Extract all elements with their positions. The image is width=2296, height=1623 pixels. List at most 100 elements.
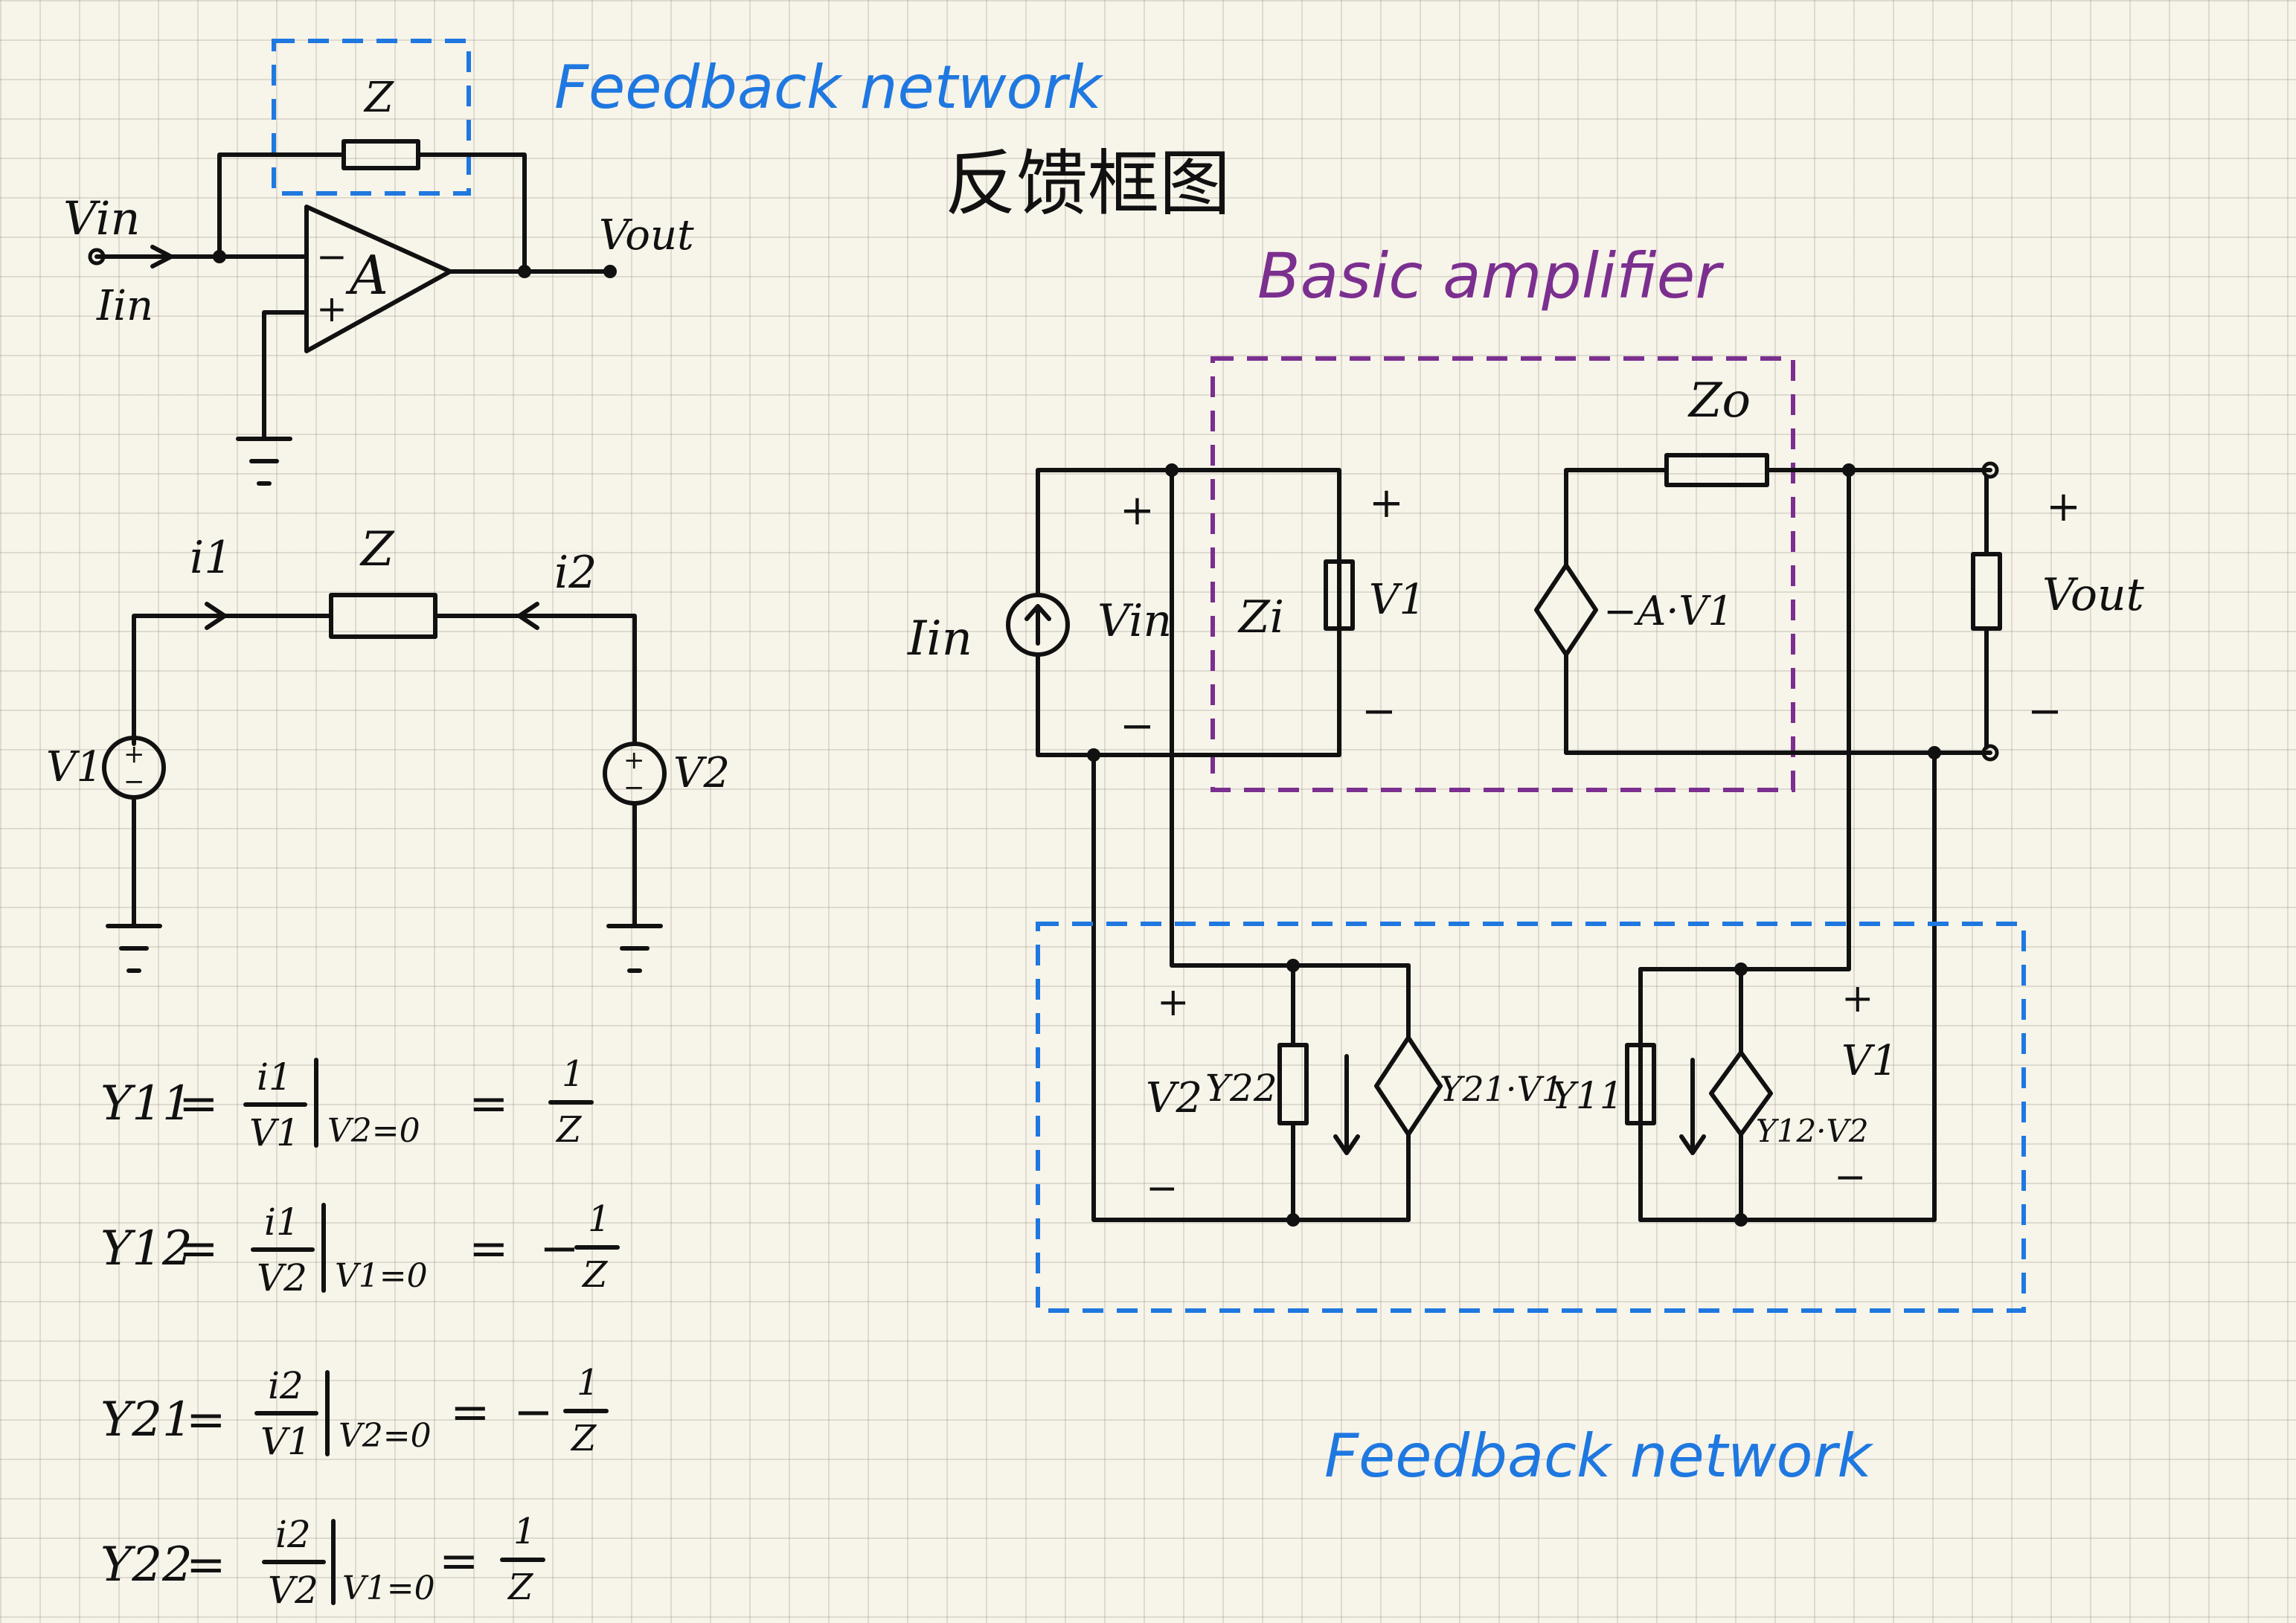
- ground-symbol-left: [106, 924, 162, 973]
- dependent-voltage-source: [1534, 563, 1598, 657]
- feedback-network-label-top: Feedback network: [554, 53, 1103, 122]
- v2-fb-minus: −: [1146, 1166, 1179, 1211]
- eq1-rden: Z: [555, 1109, 583, 1151]
- ground-symbol-right: [606, 924, 663, 973]
- feedback-network-label-bottom: Feedback network: [1324, 1421, 1873, 1491]
- v2-fb-plus: +: [1157, 980, 1190, 1025]
- eq4-equals2: =: [439, 1534, 479, 1589]
- eq3-num: i2: [268, 1364, 304, 1407]
- eq1-den: V1: [249, 1111, 300, 1154]
- basic-amplifier-box: [1210, 356, 1795, 792]
- z-top-label: Z: [363, 74, 394, 122]
- vin-plus: +: [1120, 486, 1155, 535]
- zo-label: Zo: [1687, 373, 1751, 428]
- y-parameter-equations: Y11 = i1 V1 V2=0 = 1 Z Y12 = i1 V2 V1=0 …: [100, 1053, 620, 1612]
- z-mid-wires: [132, 614, 637, 746]
- v2-source-label: V2: [673, 749, 730, 797]
- opamp-plus: +: [316, 287, 347, 330]
- y21-dependent-source: [1374, 1035, 1443, 1137]
- y12-current-arrow: [1679, 1058, 1706, 1155]
- i2-arrow: [517, 602, 539, 630]
- zi-resistor: [1324, 559, 1355, 631]
- equation-y22: Y22 = i2 V2 V1=0 = 1 Z: [100, 1511, 545, 1612]
- eq4-rden: Z: [507, 1566, 534, 1608]
- feedback-block-diagram: 反馈框图 Basic amplifier Iin Vin + − Zi V1 +…: [907, 142, 2145, 1491]
- eq1-lhs: Y11: [100, 1076, 193, 1131]
- y22-label: Y22: [1205, 1067, 1277, 1110]
- v1-source-plus: +: [124, 739, 145, 769]
- eq1-rnum: 1: [562, 1053, 585, 1095]
- eq3-rden: Z: [570, 1418, 597, 1459]
- y22-resistor: [1277, 1043, 1309, 1125]
- v2-source-plus: +: [623, 745, 645, 775]
- fb-connection-vin-bottom: [1091, 753, 1411, 1222]
- left-port-top-node: [1286, 959, 1300, 972]
- v1-plus: +: [1369, 479, 1404, 527]
- eq3-rnum: 1: [577, 1362, 600, 1404]
- eq3-den: V1: [260, 1420, 311, 1463]
- v1-minus: −: [1362, 687, 1396, 736]
- eq2-cond: V1=0: [335, 1257, 428, 1295]
- iin-current-source: [1006, 593, 1070, 657]
- eq1-equals: =: [179, 1076, 219, 1131]
- eq2-rnum: 1: [588, 1198, 611, 1240]
- eq3-lhs: Y21: [100, 1392, 193, 1447]
- z-mid-resistor: [329, 593, 437, 639]
- zo-resistor: [1664, 453, 1769, 487]
- eq2-sign: −: [539, 1221, 580, 1276]
- right-port-top-node: [1734, 962, 1748, 976]
- vin-minus: −: [1120, 702, 1155, 751]
- eq3-equals: =: [186, 1392, 226, 1447]
- feedback-network-box-top: [272, 39, 471, 196]
- eq2-lhs: Y12: [100, 1221, 193, 1276]
- y11-label: Y11: [1551, 1074, 1623, 1117]
- i1-label: i1: [190, 532, 232, 584]
- eq2-equals2: =: [469, 1221, 509, 1276]
- y11-resistor: [1625, 1043, 1656, 1125]
- vout-label: Vout: [599, 211, 694, 260]
- eq1-equals2: =: [469, 1076, 509, 1131]
- eq1-num: i1: [257, 1055, 292, 1099]
- dep-src-label: −A·V1: [1603, 588, 1734, 634]
- equation-y11: Y11 = i1 V1 V2=0 = 1 Z: [100, 1053, 594, 1154]
- eq4-cond: V1=0: [342, 1569, 435, 1607]
- right-port-bottom-node: [1734, 1213, 1748, 1227]
- y12v2-label: Y12·V2: [1756, 1113, 1869, 1149]
- left-port-wires: [1291, 963, 1411, 1222]
- left-port-bottom-node: [1286, 1213, 1300, 1227]
- v1-fb-plus: +: [1841, 977, 1874, 1021]
- iin-label: Iin: [96, 282, 153, 330]
- v2-source-minus: −: [623, 773, 645, 803]
- output-node: [518, 265, 531, 278]
- right-port-wires: [1638, 967, 1743, 1222]
- v1-fb-label: V1: [1841, 1037, 1898, 1085]
- eq2-den: V2: [257, 1256, 307, 1299]
- eq2-equals: =: [179, 1221, 219, 1276]
- v1-source-minus: −: [124, 767, 145, 797]
- v1-source-label: V1: [46, 743, 103, 791]
- y21-current-arrow: [1333, 1054, 1360, 1155]
- vout-bottom-terminal: [1981, 744, 1999, 762]
- vout-minus: −: [2027, 687, 2062, 736]
- v1-fb-minus: −: [1834, 1155, 1867, 1200]
- z-top-resistor: [341, 139, 420, 170]
- y12-dependent-source: [1709, 1050, 1773, 1137]
- i2-label: i2: [554, 547, 597, 599]
- equation-y21: Y21 = i2 V1 V2=0 = − 1 Z: [100, 1362, 609, 1463]
- input-node: [213, 250, 226, 263]
- eq3-cond: V2=0: [339, 1417, 432, 1455]
- equation-y12: Y12 = i1 V2 V1=0 = − 1 Z: [100, 1198, 620, 1299]
- eq4-lhs: Y22: [100, 1537, 193, 1593]
- iin-arrow: [150, 245, 173, 269]
- iin-right-label: Iin: [907, 611, 972, 666]
- opamp-triangle: [304, 205, 452, 353]
- load-resistor: [1971, 552, 2002, 631]
- feedback-wire: [217, 152, 527, 274]
- eq2-rden: Z: [581, 1254, 609, 1296]
- eq4-den: V2: [268, 1569, 318, 1612]
- eq4-num: i2: [275, 1513, 311, 1556]
- vin-right-label: Vin: [1097, 595, 1172, 647]
- opamp-circuit: Feedback network Z Vin Iin A − + Vout: [63, 39, 1103, 486]
